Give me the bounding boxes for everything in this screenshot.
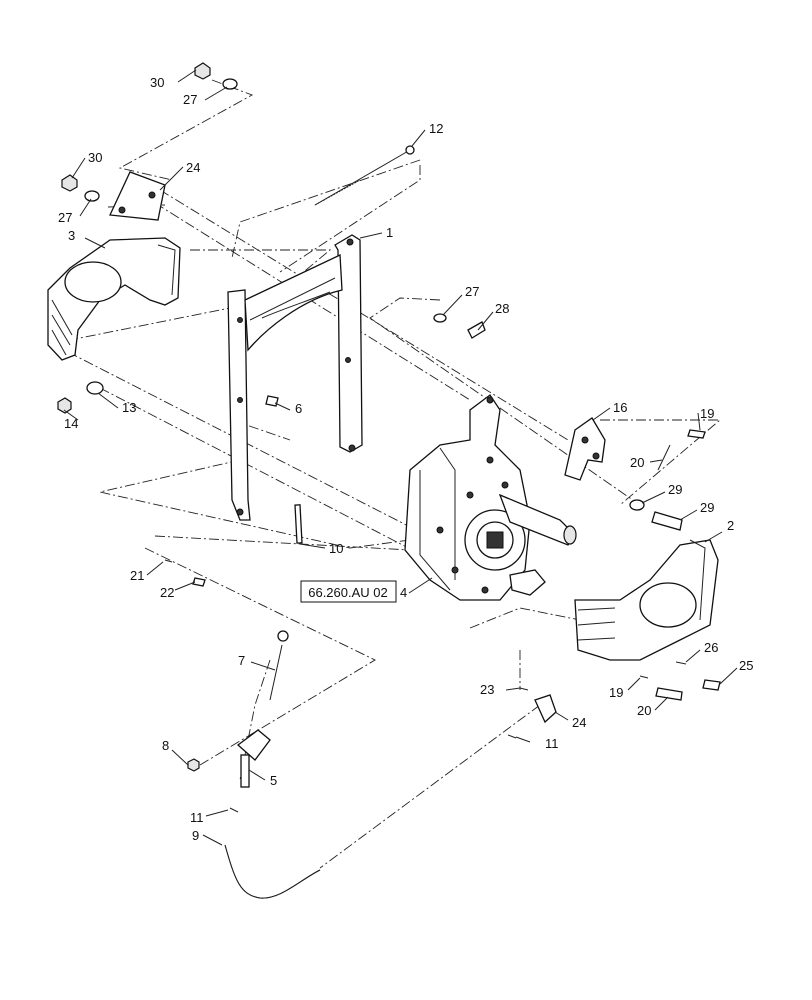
callout-5: 5 bbox=[270, 773, 277, 788]
reference-box bbox=[300, 580, 397, 603]
callout-29-upper: 29 bbox=[668, 482, 682, 497]
right-bracket bbox=[574, 539, 719, 661]
callout-30-top: 30 bbox=[150, 75, 164, 90]
frame-bracket bbox=[227, 234, 363, 521]
callout-11-right: 11 bbox=[545, 736, 559, 751]
callout-27-right: 27 bbox=[465, 284, 479, 299]
callout-20: 19 bbox=[609, 685, 623, 700]
callout-6: 6 bbox=[295, 401, 302, 416]
left-bracket bbox=[47, 237, 181, 361]
leader-lines bbox=[63, 69, 738, 846]
callout-13: 12 bbox=[429, 121, 443, 136]
callout-1: 1 bbox=[386, 225, 393, 240]
callout-17: 20 bbox=[630, 455, 644, 470]
gearbox-assembly bbox=[404, 394, 577, 601]
callout-8: 8 bbox=[162, 738, 169, 753]
callout-7: 7 bbox=[238, 653, 245, 668]
callout-21: 20 bbox=[637, 703, 651, 718]
plate-part-12 bbox=[564, 417, 606, 481]
callout-27-top: 27 bbox=[183, 92, 197, 107]
callout-30-mid: 30 bbox=[88, 150, 102, 165]
threaded-rod-part-13 bbox=[314, 145, 415, 206]
callouts: 30 27 12 30 24 27 3 1 27 28 13 6 16 19 1… bbox=[58, 75, 753, 843]
callout-29-lower: 29 bbox=[700, 500, 714, 515]
callout-28: 28 bbox=[495, 301, 509, 316]
callout-16: 19 bbox=[700, 406, 714, 421]
callout-14: 13 bbox=[122, 400, 136, 415]
plate-part-26 bbox=[109, 171, 166, 221]
hardware bbox=[57, 62, 721, 899]
callout-11-left: 11 bbox=[190, 810, 204, 825]
callout-9: 9 bbox=[192, 828, 199, 843]
callout-19: 22 bbox=[160, 585, 174, 600]
callout-15: 14 bbox=[64, 416, 78, 431]
callout-27-mid: 27 bbox=[58, 210, 72, 225]
callout-18: 21 bbox=[130, 568, 144, 583]
callout-10: 10 bbox=[329, 541, 343, 556]
callout-4: 4 bbox=[400, 585, 407, 600]
callout-12: 16 bbox=[613, 400, 627, 415]
callout-3: 3 bbox=[68, 228, 75, 243]
callout-23: 25 bbox=[739, 658, 753, 673]
callout-26: 24 bbox=[186, 160, 200, 175]
callout-22: 26 bbox=[704, 640, 718, 655]
callout-25: 24 bbox=[572, 715, 586, 730]
callout-24: 23 bbox=[480, 682, 494, 697]
callout-2: 2 bbox=[727, 518, 734, 533]
reference-label: 66.260.AU 02 bbox=[308, 585, 388, 600]
